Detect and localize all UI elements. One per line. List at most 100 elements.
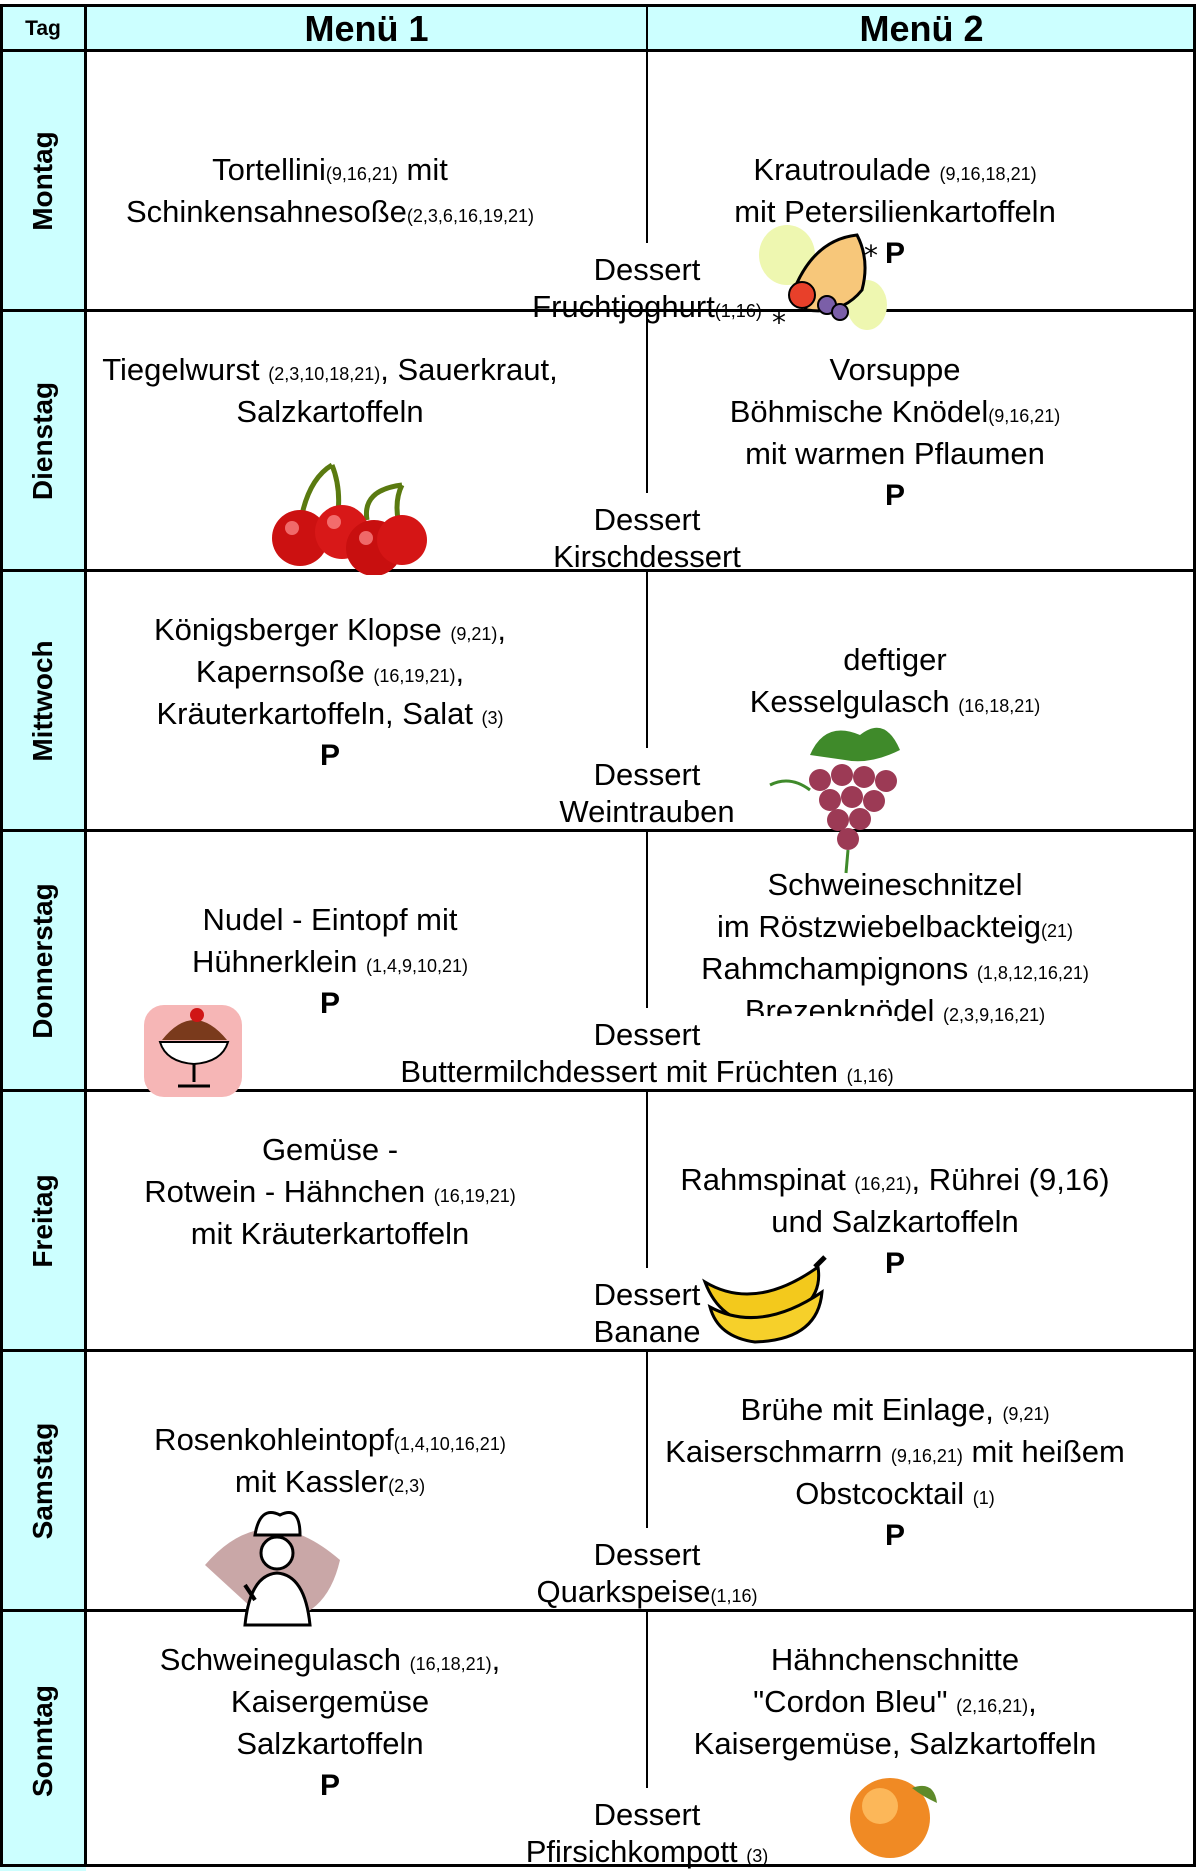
chef-icon xyxy=(205,1511,340,1627)
row-divider xyxy=(0,49,1196,52)
dish-line: Rosenkohleintopf(1,4,10,16,21) xyxy=(154,1422,506,1457)
menu2-dish: Hähnchenschnitte"Cordon Bleu" (2,16,21),… xyxy=(694,1641,1097,1767)
menu2-dish: Rahmspinat (16,21), Rührei (9,16) und Sal… xyxy=(680,1161,1109,1283)
day-label: Mittwoch xyxy=(27,640,58,762)
dish-line: Tiegelwurst (2,3,10,18,21), Sauerkraut, xyxy=(102,352,558,387)
day-label: Montag xyxy=(27,131,58,231)
svg-text:*: * xyxy=(864,239,878,272)
ice-cream-sundae-icon xyxy=(144,1005,242,1097)
column-divider xyxy=(646,1351,648,1528)
dish-line: Hähnchenschnitte xyxy=(770,1642,1020,1677)
dish-line: Salzkartoffeln xyxy=(236,394,424,429)
menu2-dish: Schweineschnitzel im Röstzwiebelbackteig(… xyxy=(701,866,1089,1034)
dish-line: Kaisergemüse, Salzkartoffeln xyxy=(693,1726,1097,1761)
dish-line: Kaiserschmarrn (9,16,21) mit heißem xyxy=(665,1434,1125,1469)
dish-line: Schweineschnitzel xyxy=(767,867,1023,902)
menu2-dish: Krautroulade (9,16,18,21) mit Petersilien… xyxy=(734,151,1056,273)
dish-line: Königsberger Klopse (9,21), xyxy=(153,612,507,647)
pork-marker: P xyxy=(319,987,340,1020)
dish-line: Obstcocktail (1) xyxy=(795,1476,995,1511)
row-divider xyxy=(0,829,1196,832)
dish-line: Schweinegulasch (16,18,21), xyxy=(159,1642,501,1677)
dish-line: Kräuterkartoffeln, Salat (3) xyxy=(156,696,504,731)
pork-marker: P xyxy=(884,1247,905,1280)
grid-line xyxy=(0,4,1196,7)
grid-line xyxy=(1193,4,1196,1867)
dish-line: Tortellini(9,16,21) mit xyxy=(212,152,448,187)
day-cell: Donnerstag xyxy=(0,831,86,1091)
pork-marker: P xyxy=(884,479,906,512)
row-divider xyxy=(0,1609,1196,1612)
menu1-dish: Königsberger Klopse (9,21), Kapernsoße (1… xyxy=(154,611,506,775)
pork-marker: P xyxy=(884,1519,905,1552)
dish-line: Salzkartoffeln xyxy=(236,1726,424,1761)
dish-line: Kapernsoße (16,19,21), xyxy=(195,654,465,689)
day-cell: Montag xyxy=(0,51,86,311)
header-background xyxy=(0,6,1196,51)
dish-line: Kesselgulasch (16,18,21) xyxy=(749,684,1041,719)
dish-line: deftiger xyxy=(843,642,947,677)
menu1-dish: Gemüse - Rotwein - Hähnchen (16,19,21) mit… xyxy=(144,1131,516,1257)
grid-line xyxy=(646,4,648,51)
dish-line: Rahmspinat (16,21), Rührei (9,16) xyxy=(680,1162,1110,1197)
fruit-cornucopia-icon: * * xyxy=(759,225,887,335)
menu1-dish: Rosenkohleintopf(1,4,10,16,21) mit Kassle… xyxy=(154,1421,506,1505)
dish-line: Nudel - Eintopf mit xyxy=(202,902,458,937)
dish-line: Rahmchampignons (1,8,12,16,21) xyxy=(701,951,1089,986)
row-divider xyxy=(0,1349,1196,1352)
dish-line: mit Kräuterkartoffeln xyxy=(190,1216,470,1251)
dish-line: mit Kassler(2,3) xyxy=(234,1464,426,1499)
grid-line xyxy=(0,1864,1196,1867)
peach-icon xyxy=(850,1778,937,1858)
day-label: Samstag xyxy=(27,1422,58,1540)
grid-line xyxy=(84,4,87,1867)
grapes-icon xyxy=(769,727,900,874)
menu2-dish: Brühe mit Einlage, (9,21)Kaiserschmarrn … xyxy=(665,1391,1125,1555)
column-divider xyxy=(646,311,648,493)
pork-marker: P xyxy=(319,1769,341,1802)
day-cell: Sonntag xyxy=(0,1611,86,1871)
column-divider xyxy=(646,51,648,243)
day-cell: Dienstag xyxy=(0,311,86,571)
svg-text:*: * xyxy=(772,306,786,335)
dish-line: mit Petersilienkartoffeln xyxy=(734,194,1056,229)
column-divider xyxy=(646,571,648,748)
dish-line: Böhmische Knödel(9,16,21) xyxy=(729,394,1061,429)
header-menu2: Menü 2 xyxy=(859,7,984,49)
column-divider xyxy=(646,831,648,1008)
dish-line: im Röstzwiebelbackteig(21) xyxy=(717,909,1073,944)
bananas-icon xyxy=(702,1255,827,1344)
dish-line: Krautroulade (9,16,18,21) xyxy=(753,152,1037,187)
day-label: Donnerstag xyxy=(27,883,58,1039)
dish-line: und Salzkartoffeln xyxy=(771,1204,1019,1239)
day-label: Sonntag xyxy=(27,1685,58,1797)
grid-line xyxy=(0,4,3,1867)
dish-line: Schinkensahnesoße(2,3,6,16,19,21) xyxy=(125,194,535,229)
day-label: Freitag xyxy=(27,1174,58,1268)
header-menu1: Menü 1 xyxy=(304,7,429,49)
day-cell: Samstag xyxy=(0,1351,86,1611)
row-divider xyxy=(0,1089,1196,1092)
dish-line: Vorsuppe xyxy=(829,352,961,387)
pork-marker: P xyxy=(884,237,905,270)
day-cell: Freitag xyxy=(0,1091,86,1351)
dish-line: Gemüse - xyxy=(261,1132,399,1167)
dish-line: Kaisergemüse xyxy=(230,1684,430,1719)
header-day-label: Tag xyxy=(25,16,61,40)
row-divider xyxy=(0,309,1196,312)
dish-line: Rotwein - Hähnchen (16,19,21) xyxy=(144,1174,516,1209)
row-divider xyxy=(0,569,1196,572)
